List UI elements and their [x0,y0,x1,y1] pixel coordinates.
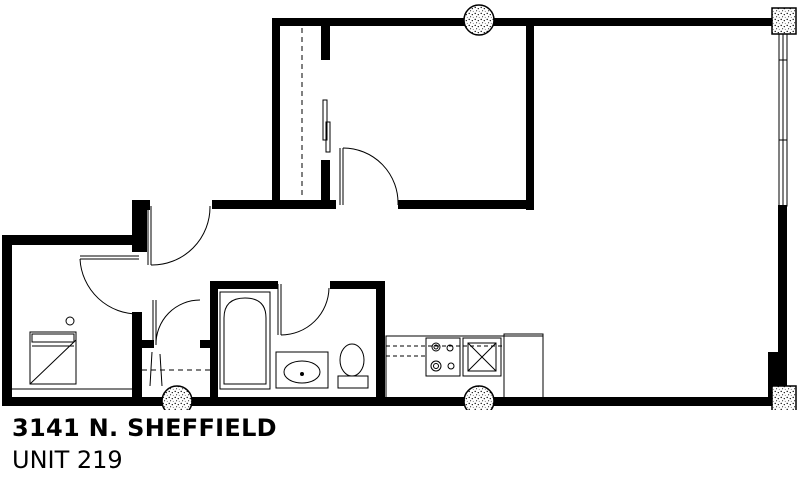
wall-bedroom-left [272,18,280,208]
wall-laundry-right-lower [132,312,142,406]
wall-closet-small-top-right [200,340,212,348]
sink-icon [275,351,329,389]
wall-laundry-left [2,235,12,405]
window-right [778,25,788,207]
address-title: 3141 N. SHEFFIELD [12,414,277,442]
closet-rod [142,351,210,387]
wall-top [272,18,782,26]
wall-bath-top-left [210,281,278,289]
washer-icon [29,316,77,385]
floor-plan [2,4,797,410]
wall-bottom [2,397,787,406]
wall-bath-left [210,281,218,401]
doors [79,147,399,346]
toilet-icon [337,343,369,389]
speckled-column-icon [161,4,797,410]
wall-entry-pillar [132,200,147,252]
kitchen-counter [385,333,544,399]
stove-icon [425,337,461,377]
wall-bedroom-right [526,26,534,210]
wall-laundry-top [2,235,142,245]
wall-bedroom-bottom-left [212,200,336,209]
closet [301,28,331,198]
walls [2,18,787,406]
unit-label: UNIT 219 [12,446,123,474]
wall-closet-small-top [142,340,154,348]
wall-closet-stub-top [321,26,330,60]
wall-bedroom-bottom-right [398,200,534,209]
wall-entry-top-stub [142,200,150,210]
wall-bath-right [376,281,385,401]
wall-right-lower [778,205,787,398]
wall-bath-top-right [330,281,385,289]
bathtub-icon [219,291,271,390]
kitchen-sink-icon [462,337,502,377]
wall-closet-stub-bottom [321,160,330,202]
